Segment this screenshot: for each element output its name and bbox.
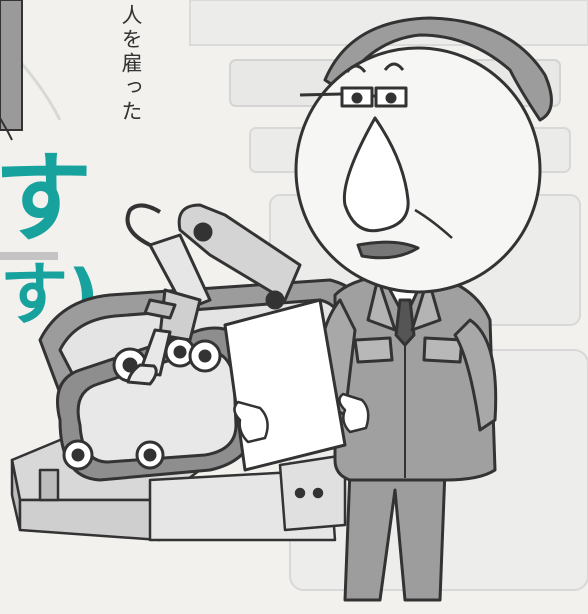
robot-arm	[125, 203, 302, 386]
headline-character: す	[0, 142, 93, 256]
vertical-caption: 人を雇った	[119, 4, 143, 124]
man-figure	[316, 273, 498, 602]
hands	[233, 392, 370, 444]
man-head	[294, 16, 553, 294]
